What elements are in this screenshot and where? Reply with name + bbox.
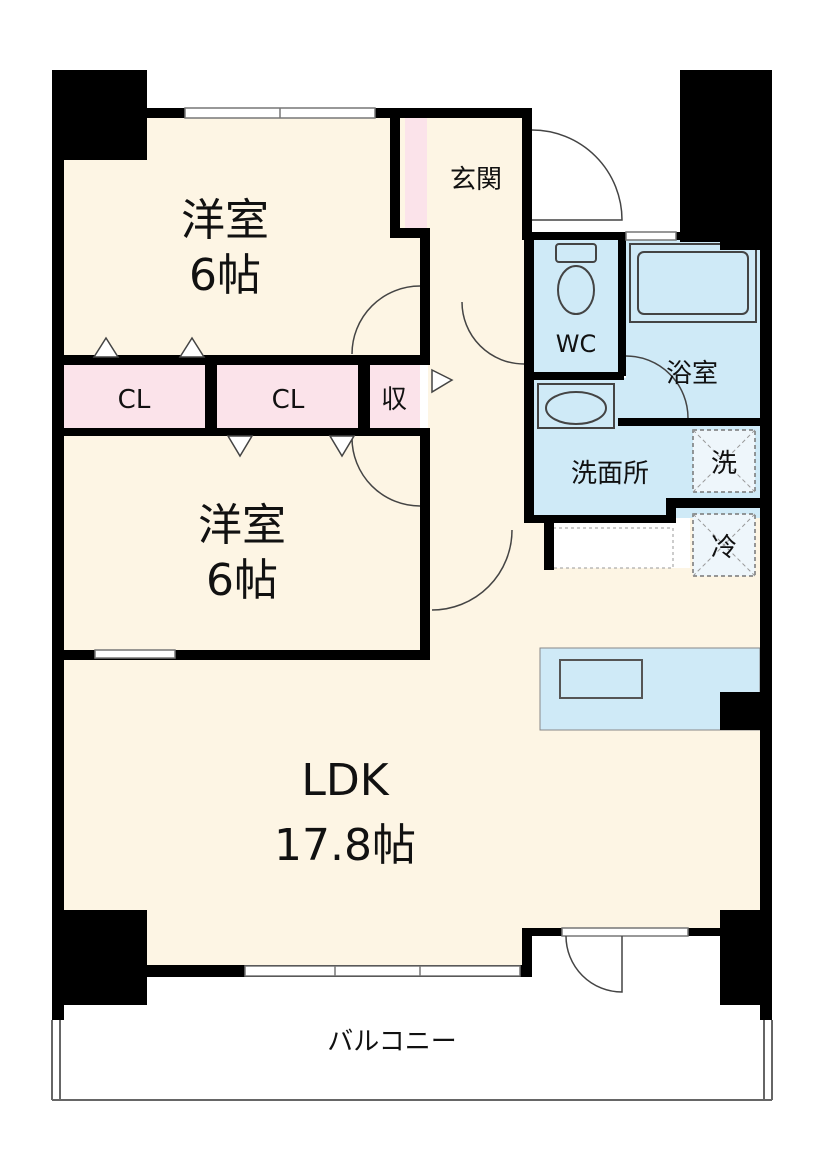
balcony-label: バルコニー <box>327 1027 456 1057</box>
toilet-label: WC <box>556 330 597 358</box>
closet-1-floor <box>62 362 207 430</box>
toilet-fixture <box>555 243 597 315</box>
door-swings <box>351 129 689 993</box>
western-room-2-name: 洋室 <box>198 500 286 551</box>
wash-basin-fixture <box>537 383 615 429</box>
kitchen-sink <box>559 659 643 699</box>
western-room-1-name: 洋室 <box>181 195 269 246</box>
bathtub-fixture <box>629 243 757 323</box>
ldk-name: LDK <box>301 755 389 806</box>
fridge-space <box>692 513 756 577</box>
balcony-floor <box>52 1002 772 1100</box>
fridge-label: 冷 <box>711 533 737 563</box>
walls <box>52 70 772 1020</box>
kitchen-shelf <box>552 527 674 569</box>
western-room-2-size: 6帖 <box>206 555 278 606</box>
western-room-1-size: 6帖 <box>189 250 261 301</box>
closet-2-label: CL <box>272 385 305 415</box>
ldk-size: 17.8帖 <box>274 820 416 871</box>
windows <box>94 107 689 977</box>
entrance-step <box>405 118 427 228</box>
kitchen-column <box>720 692 762 730</box>
balcony-outline <box>51 1020 773 1101</box>
closet-1-label: CL <box>118 385 151 415</box>
washroom-label: 洗面所 <box>571 459 649 489</box>
washer-label: 洗 <box>711 449 737 479</box>
closet-2-floor <box>214 362 360 430</box>
washer-space <box>692 429 756 493</box>
storage-label: 収 <box>381 385 407 415</box>
bathroom-label: 浴室 <box>666 359 718 389</box>
storage-floor <box>368 362 420 430</box>
entrance-label: 玄関 <box>450 165 502 195</box>
closet-door-markers <box>92 336 454 458</box>
ldk-floor <box>62 508 762 970</box>
